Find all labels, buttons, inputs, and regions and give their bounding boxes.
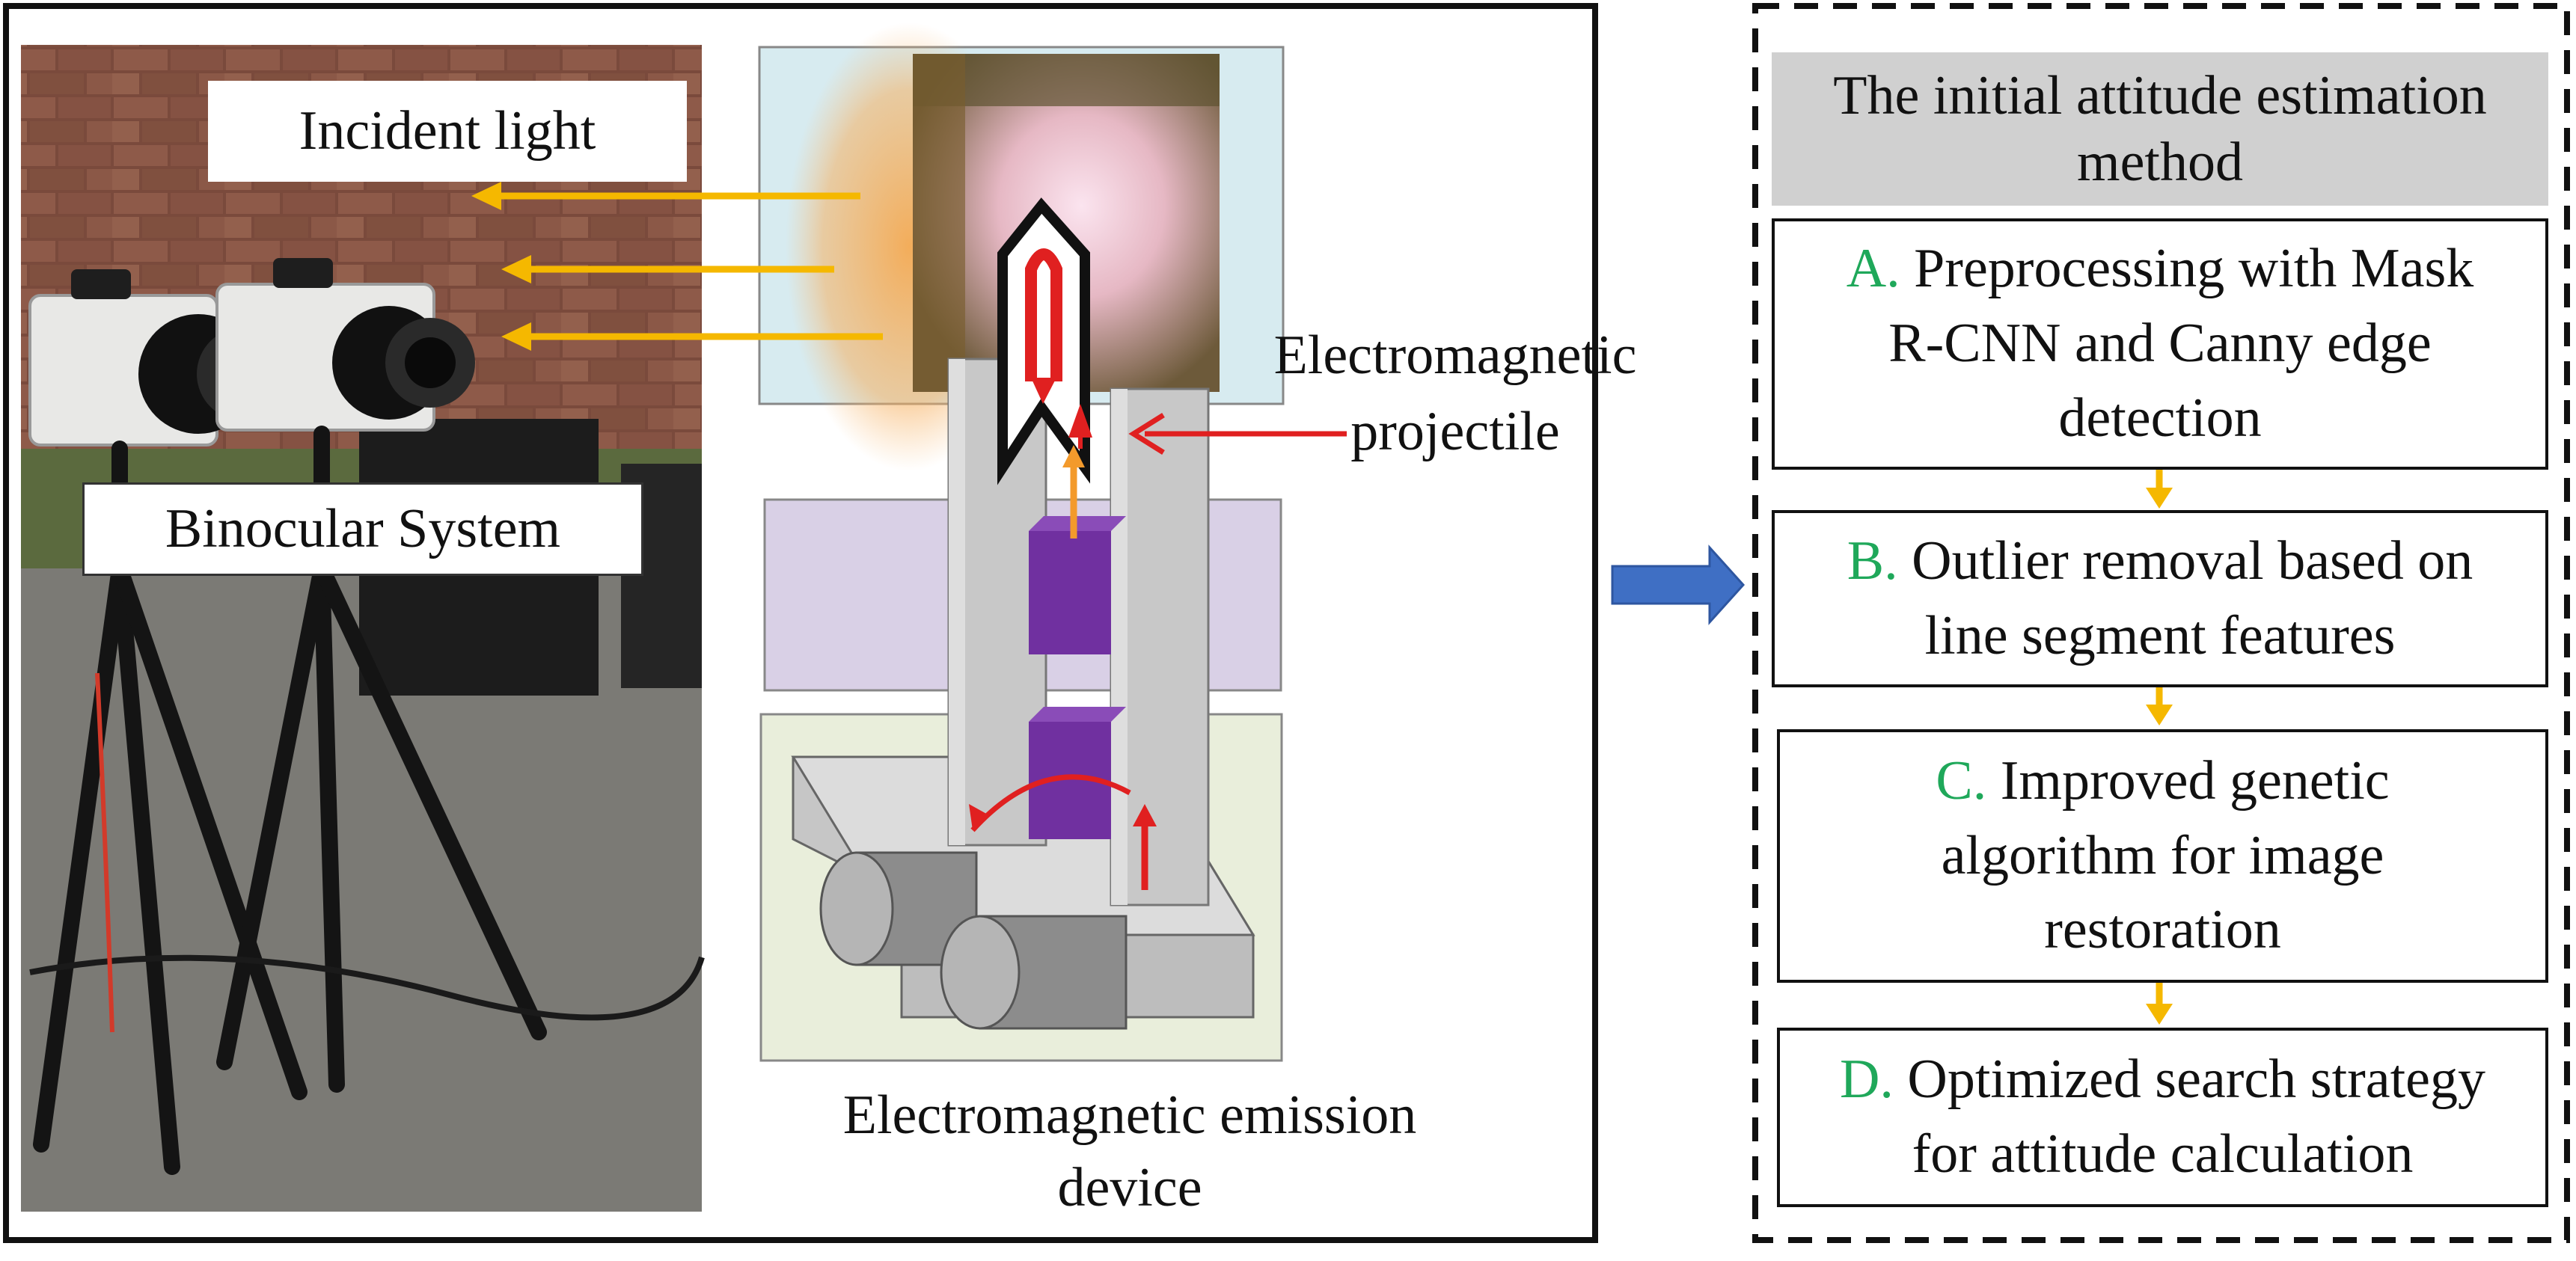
incident-light-label: Incident light	[208, 81, 687, 182]
step-b-box: B. Outlier removal based on line segment…	[1772, 510, 2548, 687]
step-d-box: D. Optimized search strategy for attitud…	[1777, 1028, 2548, 1207]
step-c-letter: C.	[1936, 749, 1987, 811]
step-a-letter: A.	[1846, 238, 1900, 300]
step-a-box: A. Preprocessing with Mask R-CNN and Can…	[1772, 218, 2548, 470]
step-arrows	[2146, 470, 2173, 1025]
emission-device-schematic	[758, 22, 1347, 1062]
step-b-letter: B.	[1847, 530, 1898, 592]
method-title-line2: method	[2077, 131, 2243, 193]
step-c-line3: restoration	[2044, 899, 2281, 961]
connector-arrow	[1611, 544, 1746, 625]
step-c-box: C. Improved genetic algorithm for image …	[1777, 729, 2548, 983]
step-a-line2: R-CNN and Canny edge	[1888, 313, 2432, 375]
projectile-label-line2: projectile	[1350, 401, 1560, 462]
method-title-line1: The initial attitude estimation	[1833, 64, 2487, 126]
step-c-line2: algorithm for image	[1941, 824, 2384, 886]
method-title: The initial attitude estimation method	[1772, 52, 2548, 206]
step-b-line1: Outlier removal based on	[1912, 530, 2473, 592]
binocular-system-label: Binocular System	[82, 482, 643, 576]
step-d-line1: Optimized search strategy	[1907, 1049, 2486, 1111]
step-c-line1: Improved genetic	[2000, 749, 2390, 811]
step-d-line2: for attitude calculation	[1912, 1123, 2414, 1185]
step-a-line1: Preprocessing with Mask	[1914, 238, 2474, 300]
device-label-line1: Electromagnetic emission	[842, 1084, 1417, 1146]
projectile-label-line1: Electromagnetic	[1273, 325, 1637, 386]
step-a-line3: detection	[2058, 387, 2262, 449]
device-label-line2: device	[1057, 1157, 1202, 1218]
step-d-letter: D.	[1839, 1049, 1894, 1111]
step-b-line2: line segment features	[1924, 604, 2396, 666]
incident-light-arrows	[471, 182, 883, 351]
binocular-photo	[21, 45, 705, 1212]
